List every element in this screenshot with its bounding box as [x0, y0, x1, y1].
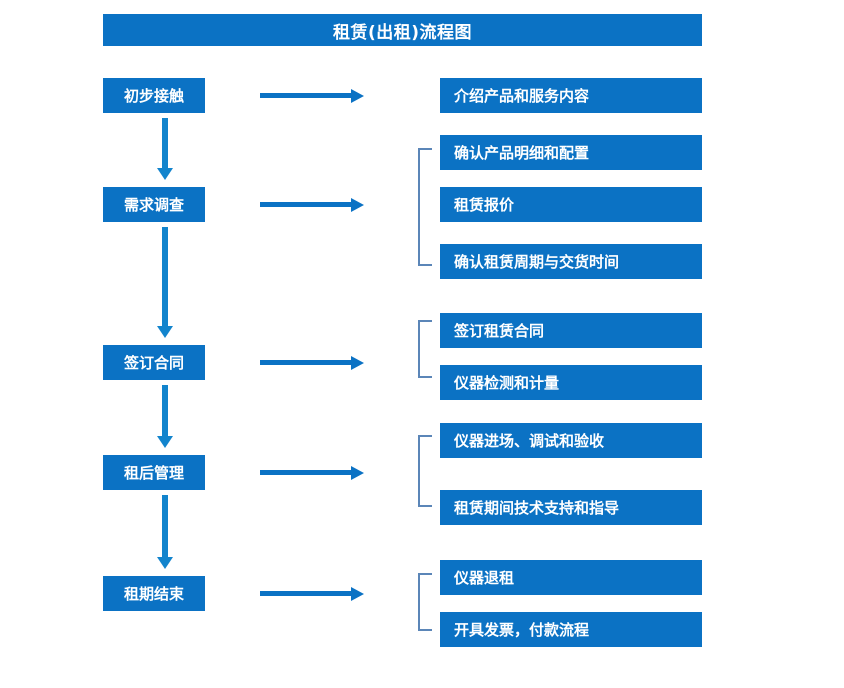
group-bracket-5 [418, 573, 432, 631]
page-title: 租赁(出租)流程图 [103, 14, 702, 46]
detail-box-2[interactable]: 确认产品明细和配置 [440, 135, 702, 170]
down-arrow-1 [157, 118, 173, 180]
stage-box-4[interactable]: 租后管理 [103, 455, 205, 490]
detail-box-6[interactable]: 仪器检测和计量 [440, 365, 702, 400]
detail-box-5[interactable]: 签订租赁合同 [440, 313, 702, 348]
detail-box-9[interactable]: 仪器退租 [440, 560, 702, 595]
group-bracket-4 [418, 435, 432, 507]
detail-box-3[interactable]: 租赁报价 [440, 187, 702, 222]
detail-box-4[interactable]: 确认租赁周期与交货时间 [440, 244, 702, 279]
right-arrow-5 [260, 586, 364, 602]
down-arrow-2 [157, 227, 173, 338]
detail-box-1[interactable]: 介绍产品和服务内容 [440, 78, 702, 113]
down-arrow-3 [157, 385, 173, 448]
detail-box-10[interactable]: 开具发票，付款流程 [440, 612, 702, 647]
right-arrow-2 [260, 197, 364, 213]
right-arrow-4 [260, 465, 364, 481]
group-bracket-2 [418, 148, 432, 266]
stage-box-3[interactable]: 签订合同 [103, 345, 205, 380]
stage-box-1[interactable]: 初步接触 [103, 78, 205, 113]
right-arrow-1 [260, 88, 364, 104]
stage-box-2[interactable]: 需求调查 [103, 187, 205, 222]
down-arrow-4 [157, 495, 173, 569]
detail-box-7[interactable]: 仪器进场、调试和验收 [440, 423, 702, 458]
group-bracket-3 [418, 320, 432, 378]
right-arrow-3 [260, 355, 364, 371]
detail-box-8[interactable]: 租赁期间技术支持和指导 [440, 490, 702, 525]
stage-box-5[interactable]: 租期结束 [103, 576, 205, 611]
